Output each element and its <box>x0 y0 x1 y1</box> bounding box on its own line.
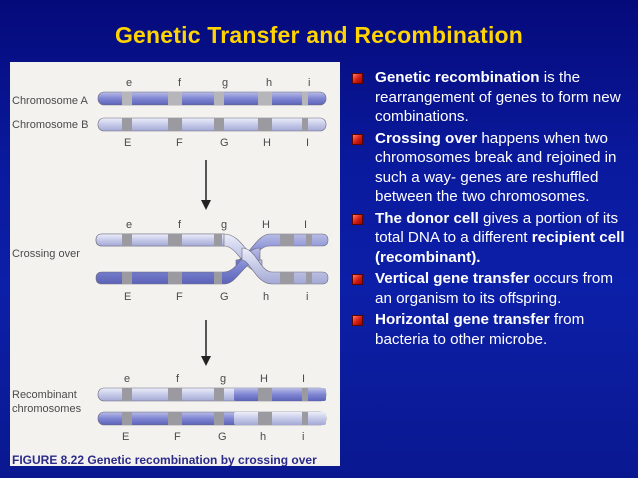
genes-a-letters: e f g h i <box>126 77 310 89</box>
cross-top-letters: e f g H I <box>126 219 307 231</box>
cross-bands <box>122 234 312 284</box>
recomb-top-letters: e f g H I <box>124 373 305 385</box>
gene-rt-2: g <box>220 373 226 385</box>
figure-caption: FIGURE 8.22 Genetic recombination by cro… <box>12 453 317 466</box>
bullet-list: Genetic recombination is the rearrangeme… <box>352 68 628 351</box>
gene-rb-4: i <box>302 431 304 443</box>
gene-ct-2: g <box>221 219 227 231</box>
bullet-text: gives a portion of its total DNA to a di… <box>375 209 619 247</box>
bullet-square-icon <box>352 73 363 84</box>
gene-b-1: F <box>176 137 183 149</box>
genetic-recombination-figure: e f g h i Chromosome A Chromosome B E <box>10 62 340 466</box>
bullet-item: Crossing over happens when two chromosom… <box>352 129 628 207</box>
bullet-square-icon <box>352 213 363 225</box>
gene-rb-3: h <box>260 431 266 443</box>
gene-rt-1: f <box>176 373 180 385</box>
gene-b-0: E <box>124 137 131 149</box>
gene-b-4: I <box>306 137 309 149</box>
bullet-square-icon <box>352 315 363 326</box>
bullet-item: The donor cell gives a portion of its to… <box>352 209 628 268</box>
bullet-bold-2: recipient cell (recombinant). <box>375 229 625 266</box>
bullet-text: happens when two chromosomes break and r… <box>375 129 617 206</box>
bullet-text: occurs from an organism to its offspring… <box>375 270 614 307</box>
crossing-over-label: Crossing over <box>12 248 80 260</box>
chromosome-b-bands <box>122 118 308 131</box>
gene-cb-3: h <box>263 291 269 303</box>
gene-ct-4: I <box>304 219 307 231</box>
bullet-item: Horizontal gene transfer from bacteria t… <box>352 310 628 349</box>
down-arrow-icon-1 <box>201 160 211 210</box>
bullet-bold: Vertical gene transfer <box>375 270 530 287</box>
chromosome-a <box>97 91 327 106</box>
gene-ct-3: H <box>262 219 270 231</box>
chromosome-a-label: Chromosome A <box>12 95 88 107</box>
bullet-bold: Crossing over <box>375 129 478 147</box>
bullet-item: Genetic recombination is the rearrangeme… <box>352 68 628 127</box>
figure-diagram: e f g h i Chromosome A Chromosome B E <box>12 77 329 466</box>
recombinant-label-2: chromosomes <box>12 403 82 415</box>
recomb-bottom-letters: E F G h i <box>122 431 304 443</box>
gene-cb-0: E <box>124 291 131 303</box>
recomb-top-bands <box>122 388 308 401</box>
bullet-bold: Genetic recombination <box>375 69 540 86</box>
gene-a-2: g <box>222 77 228 89</box>
gene-a-3: h <box>266 77 272 89</box>
gene-cb-2: G <box>220 291 229 303</box>
gene-ct-1: f <box>178 219 182 231</box>
bullet-text: is the rearrangement of genes to form ne… <box>375 69 621 125</box>
gene-rt-0: e <box>124 373 130 385</box>
gene-a-0: e <box>126 77 132 89</box>
gene-b-3: H <box>263 137 271 149</box>
slide-title: Genetic Transfer and Recombination <box>114 22 524 48</box>
gene-rt-3: H <box>260 373 268 385</box>
gene-a-1: f <box>178 77 182 89</box>
gene-cb-4: i <box>306 291 308 303</box>
gene-cb-1: F <box>176 291 183 303</box>
gene-rb-2: G <box>218 431 227 443</box>
gene-rt-4: I <box>302 373 305 385</box>
chromosome-a-bands <box>122 92 308 105</box>
chromosome-b-label: Chromosome B <box>12 119 88 131</box>
chromosome-b <box>97 117 327 132</box>
bullet-square-icon <box>352 133 363 145</box>
bullet-bold: The donor cell <box>375 209 479 227</box>
bullet-item: Vertical gene transfer occurs from an or… <box>352 269 628 308</box>
gene-ct-0: e <box>126 219 132 231</box>
recomb-bottom-bands <box>122 412 308 425</box>
gene-rb-0: E <box>122 431 129 443</box>
bullet-text: from bacteria to other microbe. <box>375 311 585 348</box>
down-arrow-icon-2 <box>201 320 211 366</box>
gene-a-4: i <box>308 77 310 89</box>
gene-rb-1: F <box>174 431 181 443</box>
gene-b-2: G <box>220 137 229 149</box>
bullet-square-icon <box>352 274 363 285</box>
bullet-bold: Horizontal gene transfer <box>375 311 550 328</box>
cross-strand-b-right <box>235 233 329 273</box>
cross-bottom-letters: E F G h i <box>124 291 308 303</box>
recombinant-label-1: Recombinant <box>12 389 77 401</box>
genes-b-letters: E F G H I <box>124 137 309 149</box>
